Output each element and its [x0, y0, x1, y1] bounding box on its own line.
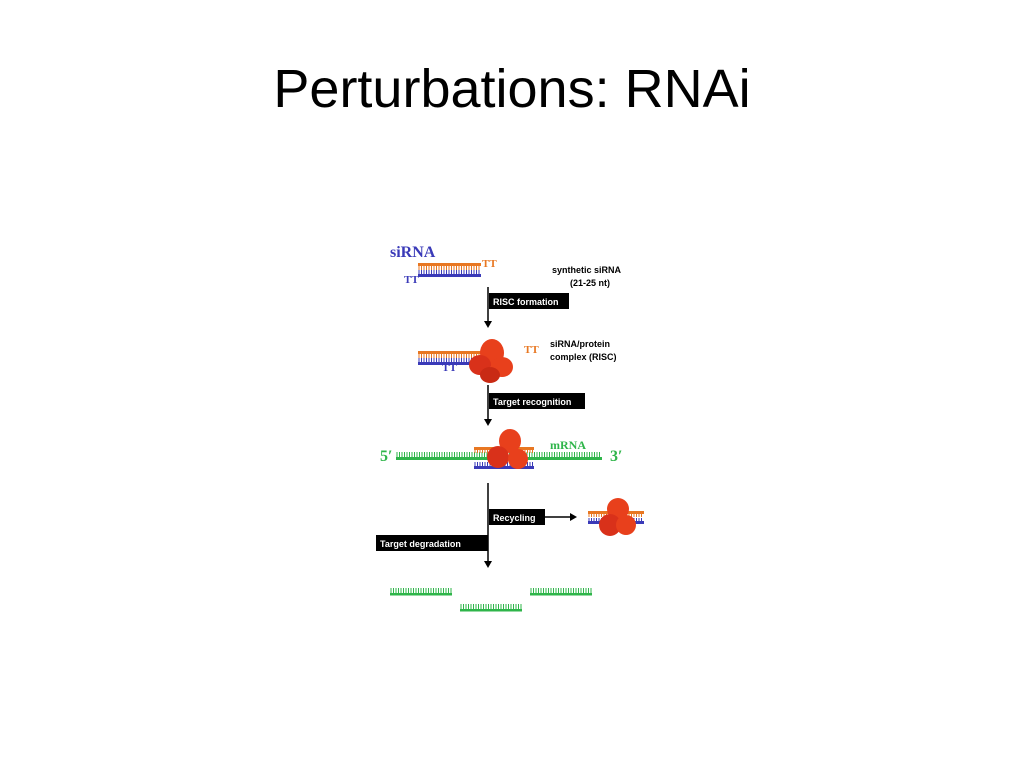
risc-protein-bottom [480, 367, 500, 383]
mrna-label: mRNA [550, 438, 586, 452]
bound-protein-top [499, 429, 521, 453]
sirna-duplex [418, 263, 481, 277]
complex-line1: siRNA/protein [550, 339, 610, 349]
recycling-label: Recycling [493, 513, 536, 523]
recycled-protein-left [599, 514, 621, 536]
synthetic-sirna-line2: (21-25 nt) [570, 278, 610, 288]
sirna-label: siRNA [390, 244, 436, 261]
risc-sense-strand [418, 351, 481, 354]
overhang-top-label: TT [482, 258, 497, 270]
target-degradation-box [376, 535, 488, 551]
bound-antisense-strand [474, 466, 534, 469]
target-degradation-label: Target degradation [380, 539, 461, 549]
bound-protein-right [508, 449, 528, 469]
risc-complex [418, 339, 513, 383]
three-prime-label: 3′ [610, 448, 623, 465]
mrna-fragment-2-ticks [460, 604, 522, 609]
target-recognition-box [489, 393, 585, 409]
risc-formation-box [489, 293, 569, 309]
risc-overhang-bottom: TT [442, 362, 457, 374]
mrna-fragment-3-ticks [530, 588, 592, 593]
mrna-fragments [390, 588, 592, 612]
rnai-diagram-svg: siRNA TT TT synthetic siRNA (21-25 nt) R… [376, 244, 644, 612]
arrow-3-head [484, 561, 492, 568]
sense-strand [418, 263, 481, 266]
five-prime-label: 5′ [380, 448, 393, 465]
recycled-protein-right [616, 515, 636, 535]
complex-line2: complex (RISC) [550, 352, 617, 362]
risc-antisense-strand [418, 362, 481, 365]
risc-overhang-top: TT [524, 344, 539, 356]
mrna-fragment-3 [530, 593, 592, 596]
mrna-fragment-1-ticks [390, 588, 452, 593]
recycled-risc [588, 498, 644, 536]
arrow-2-head [484, 419, 492, 426]
arrow-1-head [484, 321, 492, 328]
mrna-fragment-2 [460, 609, 522, 612]
overhang-bottom-label: TT [404, 274, 419, 286]
bound-protein-left [487, 446, 509, 468]
risc-formation-label: RISC formation [493, 297, 559, 307]
antisense-strand [418, 274, 481, 277]
target-recognition-label: Target recognition [493, 397, 571, 407]
recycling-box [489, 509, 545, 525]
risc-sense-ticks [418, 354, 480, 358]
sense-ticks [418, 266, 480, 270]
antisense-ticks [418, 270, 480, 274]
slide-title: Perturbations: RNAi [273, 59, 751, 119]
mrna-fragment-1 [390, 593, 452, 596]
synthetic-sirna-line1: synthetic siRNA [552, 265, 622, 275]
rnai-pathway-diagram: siRNA TT TT synthetic siRNA (21-25 nt) R… [360, 225, 660, 625]
mrna-target-complex [396, 429, 602, 469]
recycling-arrow-head [570, 513, 577, 521]
